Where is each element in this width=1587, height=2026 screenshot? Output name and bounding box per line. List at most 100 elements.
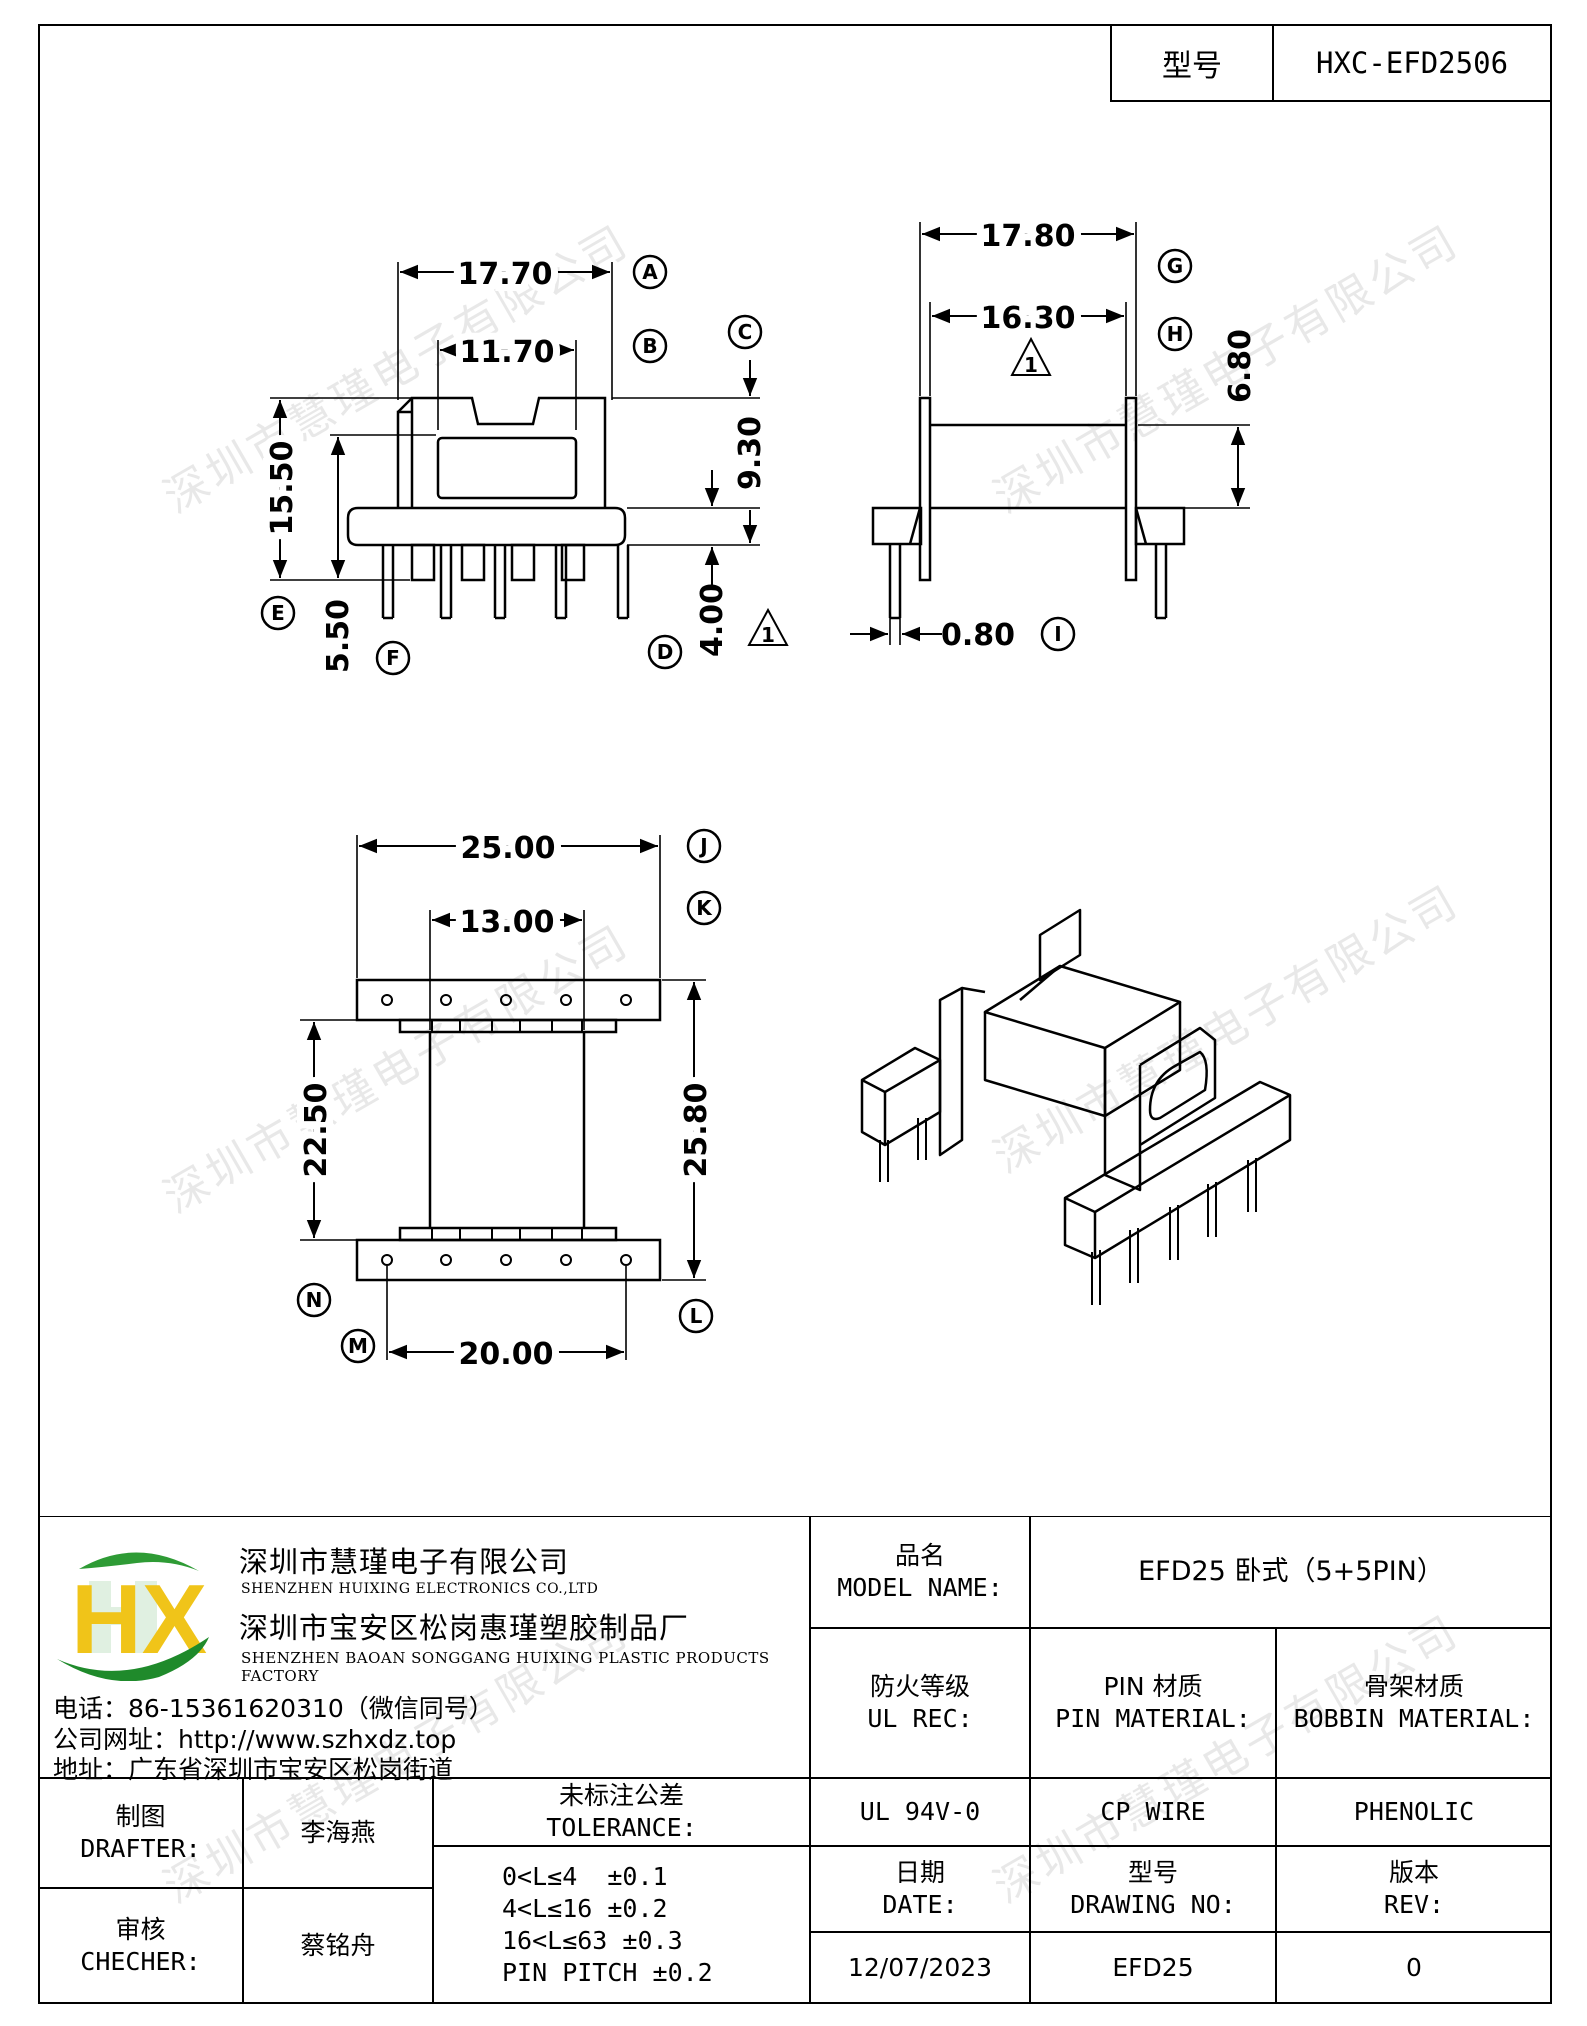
ul-rec-label: 防火等级 UL REC: <box>810 1628 1030 1778</box>
model-name-label: 品名 MODEL NAME: <box>810 1516 1030 1628</box>
callout-c: C <box>738 320 753 344</box>
dim-13-00: 13.00 <box>460 905 555 940</box>
callout-k-circle <box>686 890 722 926</box>
callout-m-circle <box>340 1328 376 1364</box>
dim-25-80: 25.80 <box>679 1083 714 1178</box>
company-address: 地址：广东省深圳市宝安区松岗街道 <box>53 1755 454 1784</box>
callout-d: D <box>657 640 674 664</box>
pin-material-label-en: PIN MATERIAL: <box>1055 1704 1251 1733</box>
ul-rec-label-en: UL REC: <box>867 1704 973 1733</box>
drawing-no-value: EFD25 <box>1030 1932 1276 2004</box>
drawing-no-label-cn: 型号 <box>1127 1858 1178 1887</box>
callout-n-circle <box>296 1282 332 1318</box>
callout-i-circle <box>1040 616 1076 652</box>
dim-11-70: 11.70 <box>460 335 555 370</box>
callout-n: N <box>306 1288 323 1312</box>
warning-triangle-icon <box>747 607 789 646</box>
rev-label: 版本 REV: <box>1276 1846 1552 1932</box>
company-website: 公司网址：http://www.szhxdz.top <box>53 1725 457 1754</box>
model-value: HXC-EFD2506 <box>1315 46 1509 80</box>
company-phone: 电话：86-15361620310（微信同号） <box>53 1694 494 1723</box>
factory-name-en: SHENZHEN BAOAN SONGGANG HUIXING PLASTIC … <box>241 1649 770 1685</box>
model-number-box: 型号 HXC-EFD2506 <box>1110 24 1552 102</box>
bobbin-material-label: 骨架材质 BOBBIN MATERIAL: <box>1276 1628 1552 1778</box>
isometric-view <box>860 908 1292 1305</box>
callout-m: M <box>348 1334 368 1358</box>
bobbin-material-label-en: BOBBIN MATERIAL: <box>1293 1704 1535 1733</box>
ul-rec-label-cn: 防火等级 <box>869 1672 970 1701</box>
rev-value: 0 <box>1276 1932 1552 2004</box>
ul-value: UL 94V-0 <box>810 1778 1030 1846</box>
callout-f: F <box>386 646 400 670</box>
tolerance-line: PIN PITCH ±0.2 <box>502 1958 713 1987</box>
tolerance-label: 未标注公差 TOLERANCE: <box>433 1778 810 1846</box>
callout-b: B <box>642 334 657 358</box>
dim-15-50: 15.50 <box>265 441 300 536</box>
dim-5-50: 5.50 <box>321 599 356 673</box>
bobbin-material-label-cn: 骨架材质 <box>1363 1672 1464 1701</box>
drafter-label: 制图 DRAFTER: <box>38 1778 243 1888</box>
warning-triangle-icon <box>1010 336 1052 376</box>
date-label-cn: 日期 <box>894 1858 945 1887</box>
company-info: HX 深圳市慧瑾电子有限公司 SHENZHEN HUIXING ELECTRON… <box>38 1516 810 1784</box>
model-label: 型号 <box>1112 26 1274 100</box>
checker-label: 审核 CHECHER: <box>38 1888 243 2004</box>
date-label-en: DATE: <box>882 1890 958 1919</box>
pin-material-value: CP WIRE <box>1030 1778 1276 1846</box>
tolerance-label-en: TOLERANCE: <box>546 1813 697 1842</box>
drafter-name: 李海燕 <box>243 1778 433 1888</box>
tolerance-values: 0<L≤4 ±0.1 4<L≤16 ±0.2 16<L≤63 ±0.3 PIN … <box>433 1846 810 2004</box>
drafter-label-en: DRAFTER: <box>80 1834 201 1863</box>
callout-f-circle <box>375 640 411 676</box>
callout-h: H <box>1167 322 1184 346</box>
dim-0-80: 0.80 <box>941 618 1015 653</box>
checker-name: 蔡铭舟 <box>243 1888 433 2004</box>
bottom-view <box>355 978 662 1282</box>
callout-g: G <box>1167 254 1183 278</box>
dim-17-80: 17.80 <box>981 219 1076 254</box>
side-view <box>871 396 1186 620</box>
dim-17-70: 17.70 <box>458 257 553 292</box>
tolerance-label-cn: 未标注公差 <box>558 1781 684 1810</box>
company-name-cn: 深圳市慧瑾电子有限公司 <box>239 1545 570 1579</box>
date-label: 日期 DATE: <box>810 1846 1030 1932</box>
dim-16-30: 16.30 <box>981 301 1076 336</box>
callout-l: L <box>690 1304 703 1328</box>
callout-e-circle <box>260 595 296 631</box>
callout-l-circle <box>678 1298 714 1334</box>
date-value: 12/07/2023 <box>810 1932 1030 2004</box>
tolerance-line: 0<L≤4 ±0.1 <box>502 1862 668 1891</box>
front-view <box>346 396 630 620</box>
callout-g-circle <box>1157 248 1193 284</box>
tolerance-line: 4<L≤16 ±0.2 <box>502 1894 668 1923</box>
factory-name-cn: 深圳市宝安区松岗惠瑾塑胶制品厂 <box>239 1611 690 1645</box>
warning-number: 1 <box>1024 353 1038 377</box>
technical-drawing: 17.70 11.70 15.50 5.50 9.30 4.00 17.80 1… <box>260 219 1292 1372</box>
dim-9-30: 9.30 <box>733 416 768 490</box>
tolerance-line: 16<L≤63 ±0.3 <box>502 1926 683 1955</box>
rev-label-en: REV: <box>1383 1890 1445 1919</box>
dim-25-00: 25.00 <box>461 831 556 866</box>
callout-k: K <box>696 896 713 920</box>
bobbin-material-value: PHENOLIC <box>1276 1778 1552 1846</box>
model-name-label-cn: 品名 <box>894 1541 945 1570</box>
company-name-en: SHENZHEN HUIXING ELECTRONICS CO.,LTD <box>241 1581 599 1597</box>
dim-22-50: 22.50 <box>299 1083 334 1178</box>
callout-i: I <box>1054 622 1061 646</box>
dim-6-80: 6.80 <box>1223 329 1258 403</box>
checker-label-cn: 审核 <box>115 1915 166 1944</box>
dim-4-00: 4.00 <box>695 583 730 657</box>
company-logo-icon: HX <box>57 1552 209 1681</box>
callout-e: E <box>271 601 285 625</box>
callout-c-circle <box>727 314 763 350</box>
pin-material-label: PIN 材质 PIN MATERIAL: <box>1030 1628 1276 1778</box>
callout-a: A <box>642 260 658 284</box>
checker-label-en: CHECHER: <box>80 1947 201 1976</box>
drawing-no-label: 型号 DRAWING NO: <box>1030 1846 1276 1932</box>
dim-20-00: 20.00 <box>459 1337 554 1372</box>
callout-b-circle <box>632 328 668 364</box>
drafter-label-cn: 制图 <box>115 1802 166 1831</box>
warning-number: 1 <box>761 623 775 647</box>
callout-j: J <box>698 834 707 858</box>
rev-label-cn: 版本 <box>1388 1858 1439 1887</box>
